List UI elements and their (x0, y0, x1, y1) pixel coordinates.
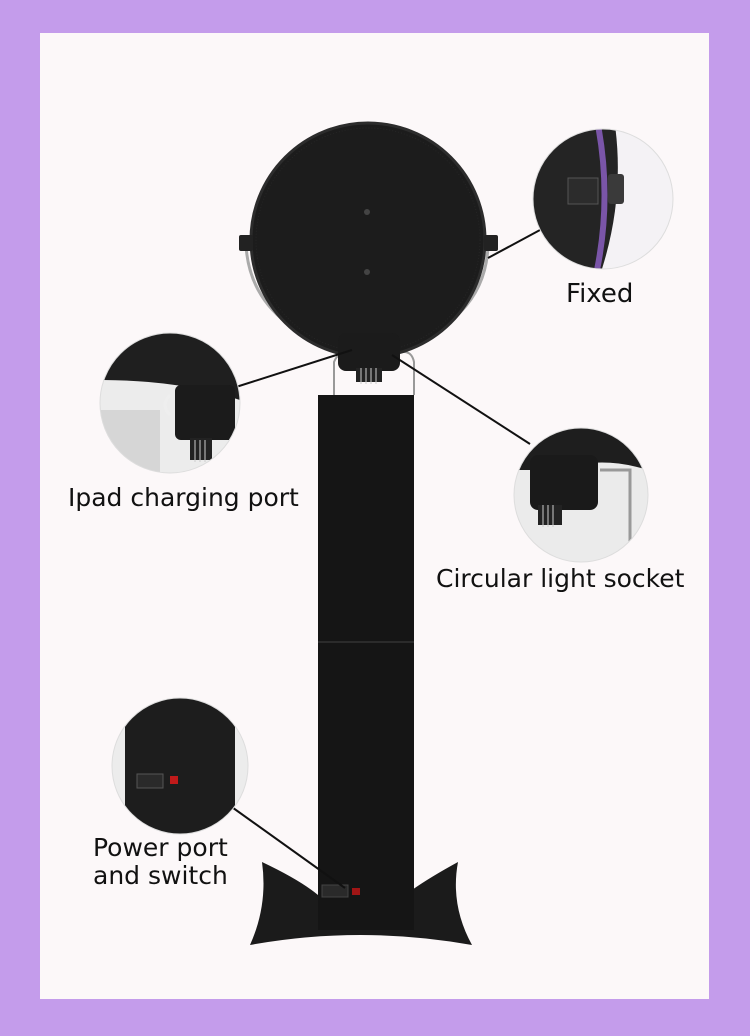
zoom-power (112, 698, 248, 834)
zoom-fixed (533, 129, 673, 269)
connector-box (338, 333, 400, 371)
power-port-line2: and switch (93, 861, 228, 890)
zoom-socket (514, 428, 648, 562)
power-port-label: Power port and switch (93, 834, 228, 890)
zoom-ipad (100, 333, 240, 473)
power-port-line1: Power port (93, 833, 228, 862)
circular-light-socket-label: Circular light socket (436, 564, 685, 593)
ipad-charging-port-label: Ipad charging port (68, 483, 299, 512)
ring-light (249, 121, 487, 359)
stand-column (318, 395, 414, 930)
fixed-label: Fixed (566, 279, 634, 309)
